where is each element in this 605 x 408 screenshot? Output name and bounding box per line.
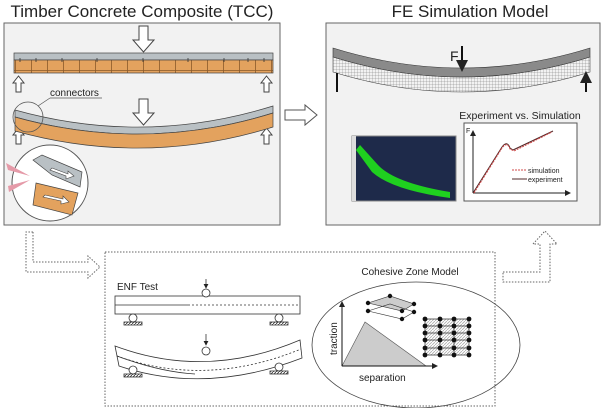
connectors-label: connectors <box>50 88 99 99</box>
flow-arrow-icon <box>284 103 318 127</box>
load-arrow-icon <box>131 25 156 126</box>
simulation-screenshot <box>351 135 457 202</box>
simulation-line <box>473 131 553 194</box>
straight-beam <box>13 52 274 74</box>
comparison-chart: Experiment vs. Simulation F simulation e… <box>459 110 581 202</box>
dotted-arrow-icon <box>25 231 101 280</box>
czm-title: Cohesive Zone Model <box>361 267 458 278</box>
legend-simulation: simulation <box>528 168 560 175</box>
legend-experiment: experiment <box>528 177 563 184</box>
connector-detail <box>6 144 89 222</box>
traction-label: traction <box>329 322 340 355</box>
separation-label: separation <box>359 373 406 384</box>
chart-y-label: F <box>466 128 470 135</box>
connector-highlight <box>12 101 44 133</box>
force-label: F <box>450 48 459 64</box>
dotted-arrow-icon <box>502 230 559 283</box>
enf-title: ENF Test <box>117 282 158 293</box>
fe-title: FE Simulation Model <box>392 2 549 21</box>
chart-title: Experiment vs. Simulation <box>459 110 581 122</box>
enf-test-bent <box>114 334 303 380</box>
enf-test-straight <box>114 279 301 326</box>
support-arrow-icon <box>336 73 586 92</box>
bent-beam <box>14 105 274 149</box>
czm-diagram: traction separation <box>311 281 521 408</box>
tcc-title: Timber Concrete Composite (TCC) <box>11 2 274 21</box>
